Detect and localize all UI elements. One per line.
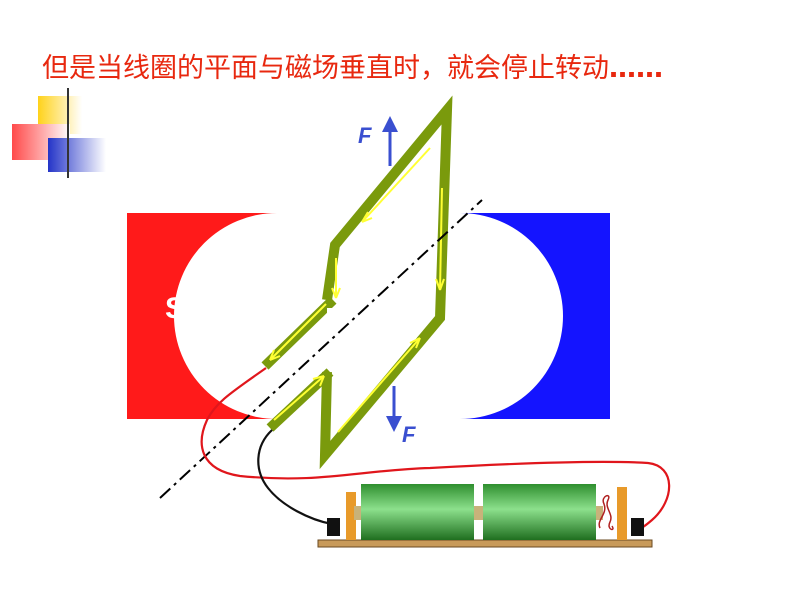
red-wire [200,367,671,530]
battery-cell-left [361,484,474,540]
battery-cell-right [483,484,596,540]
slide-title: 但是当线圈的平面与磁场垂直时，就会停止转动…… [42,46,663,85]
force-bottom-arrow: F [386,386,416,447]
north-pole-label: N [540,292,562,325]
force-bottom-label: F [402,422,416,447]
title-ellipsis: …… [609,53,663,84]
current-arrows [269,147,445,433]
south-pole-label: S [165,292,185,325]
force-top-arrow: F [358,116,398,166]
spring [598,494,614,531]
corner-decoration [12,88,740,178]
force-top-label: F [358,123,372,148]
battery-holder [317,484,653,548]
south-magnet: S [127,213,277,419]
title-text: 但是当线圈的平面与磁场垂直时，就会停止转动 [42,53,609,84]
black-wire [257,429,333,526]
rotation-axis [159,199,483,499]
coil [261,95,453,470]
north-magnet: N [460,213,610,419]
